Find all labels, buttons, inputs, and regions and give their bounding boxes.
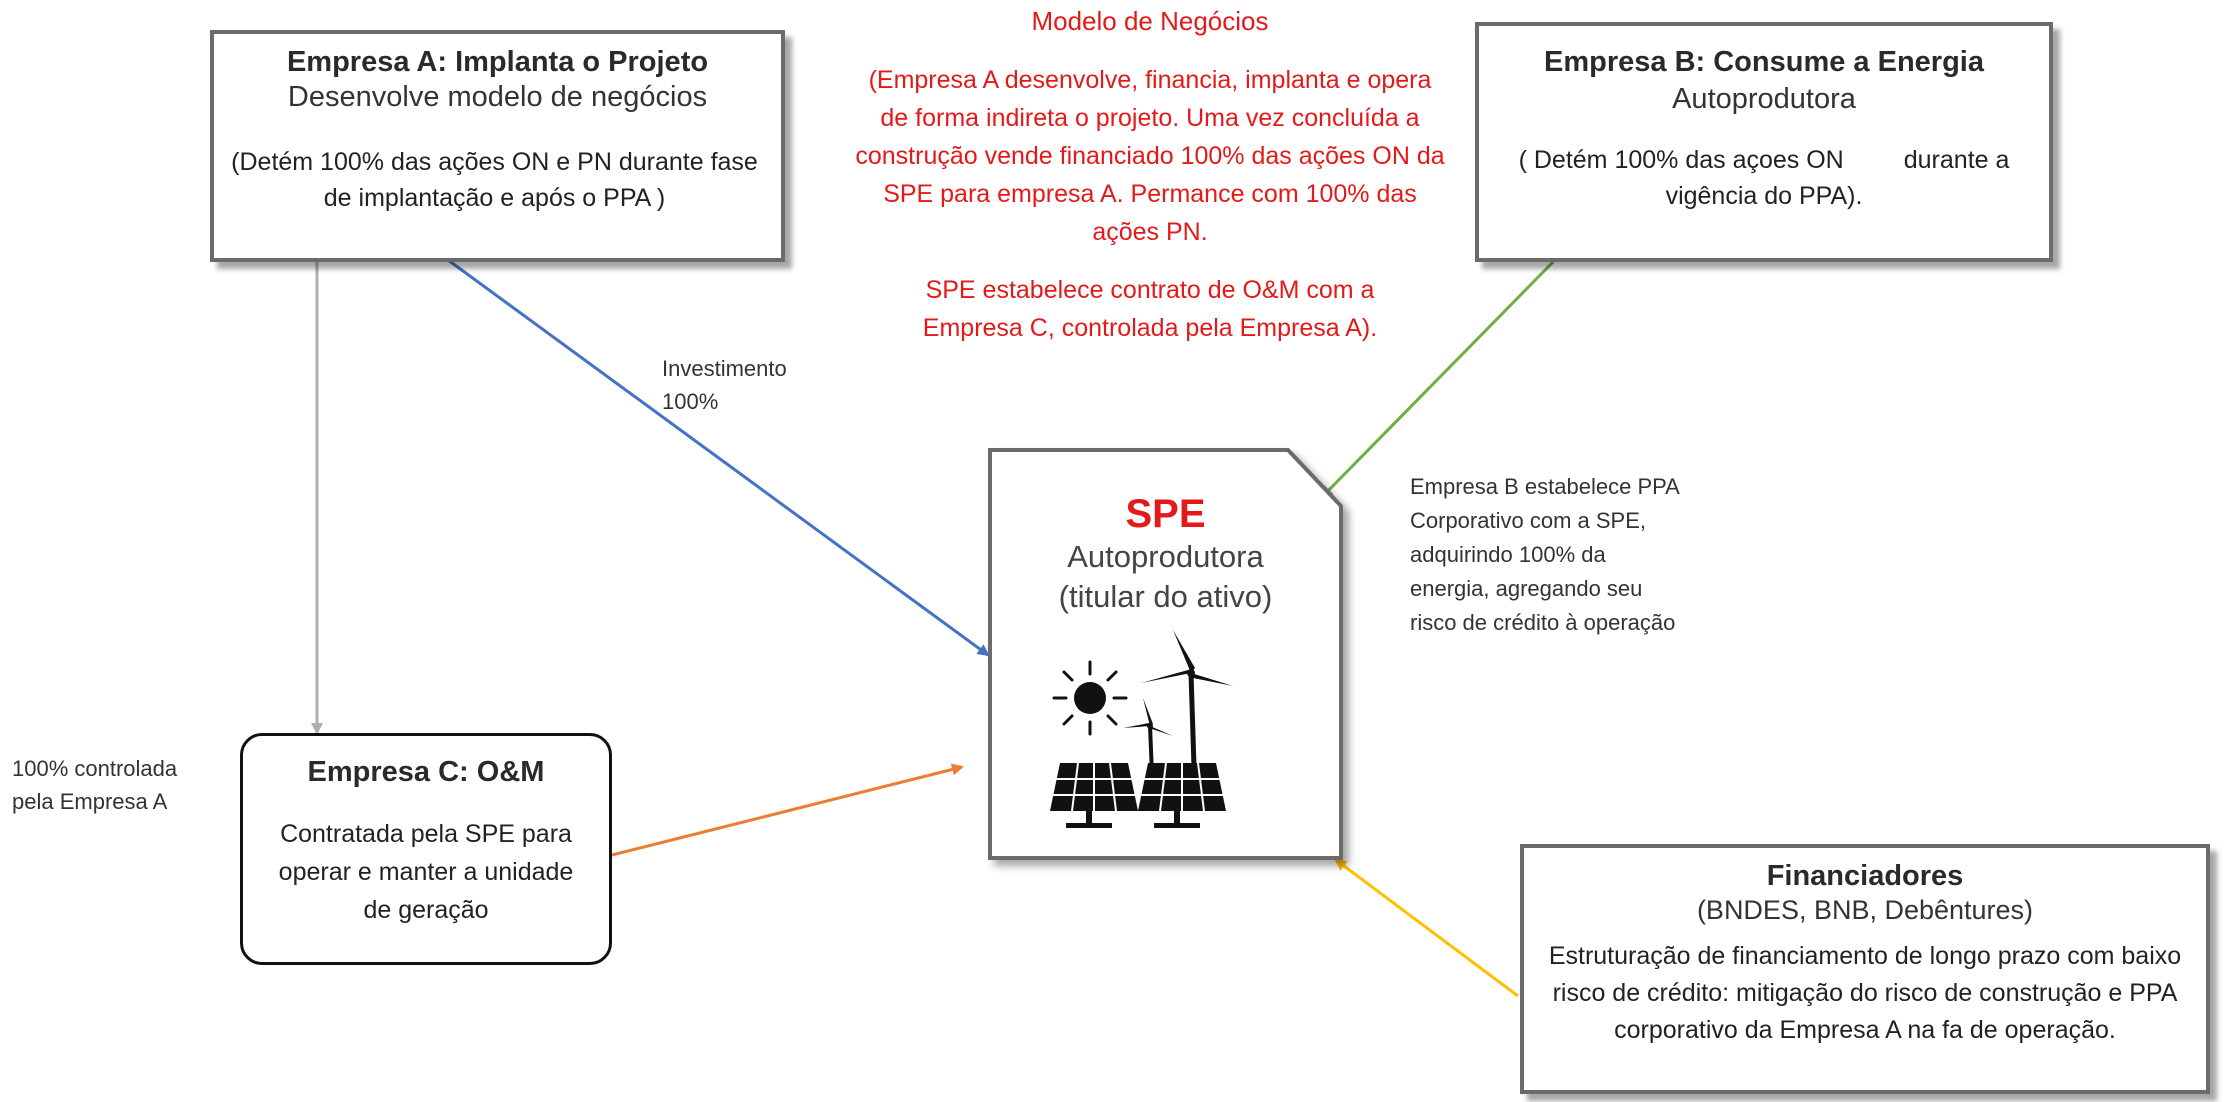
investment-label: Investimento 100% [662, 356, 787, 414]
sun-icon [1052, 660, 1128, 736]
empresa-a-box: Empresa A: Implanta o Projeto Desenvolve… [210, 30, 785, 262]
spe-box: SPE Autoprodutora (titular do ativo) [988, 448, 1343, 860]
empresa-a-subtitle: Desenvolve modelo de negócios [287, 81, 708, 113]
spe-subtitle-2: (titular do ativo) [1058, 579, 1273, 615]
empresa-b-box: Empresa B: Consume a Energia Autoproduto… [1475, 22, 2053, 262]
empresa-c-title: Empresa C: O&M [307, 756, 545, 788]
financiadores-title: Financiadores [1766, 860, 1964, 892]
empresa-c-box: Empresa C: O&M Contratada pela SPE para … [240, 733, 612, 965]
empresa-a-body: (Detém 100% das ações ON e PN durante fa… [231, 148, 758, 213]
financiadores-subtitle: (BNDES, BNB, Debêntures) [1696, 895, 2034, 925]
control-label: 100% controlada pela Empresa A [12, 756, 178, 814]
empresa-a-title: Empresa A: Implanta o Projeto [286, 46, 709, 78]
financiadores-body: Estruturação de financiamento de longo p… [1548, 942, 2182, 1044]
ppa-arrow [1320, 260, 1555, 499]
investment-arrow [447, 258, 990, 657]
spe-title: SPE [1125, 492, 1206, 536]
business-model-panel: Modelo de Negócios (Empresa A desenvolve… [855, 6, 1445, 347]
business-model-description: (Empresa A desenvolve, financia, implant… [855, 66, 1445, 246]
spe-subtitle: Autoprodutora [1067, 539, 1264, 574]
business-model-om-note: SPE estabelece contrato de O&M com a Emp… [922, 276, 1378, 342]
financing-arrow [1334, 858, 1519, 998]
business-model-title: Modelo de Negócios [1031, 6, 1269, 36]
empresa-b-body-part1: ( Detém 100% das açoes ON [1518, 146, 1844, 174]
empresa-b-body-part2: durante a vigência do PPA). [1665, 146, 2010, 211]
spe-box-shape [988, 448, 1343, 860]
empresa-c-body: Contratada pela SPE para operar e manter… [278, 820, 574, 924]
solar-panel-icon [1050, 762, 1226, 828]
ppa-label: Empresa B estabelece PPA Corporativo com… [1410, 474, 1680, 636]
financiadores-box: Financiadores (BNDES, BNB, Debêntures) E… [1520, 844, 2210, 1094]
om-arrow [611, 763, 964, 857]
empresa-b-subtitle: Autoprodutora [1672, 83, 1856, 115]
empresa-b-title: Empresa B: Consume a Energia [1544, 46, 1984, 78]
